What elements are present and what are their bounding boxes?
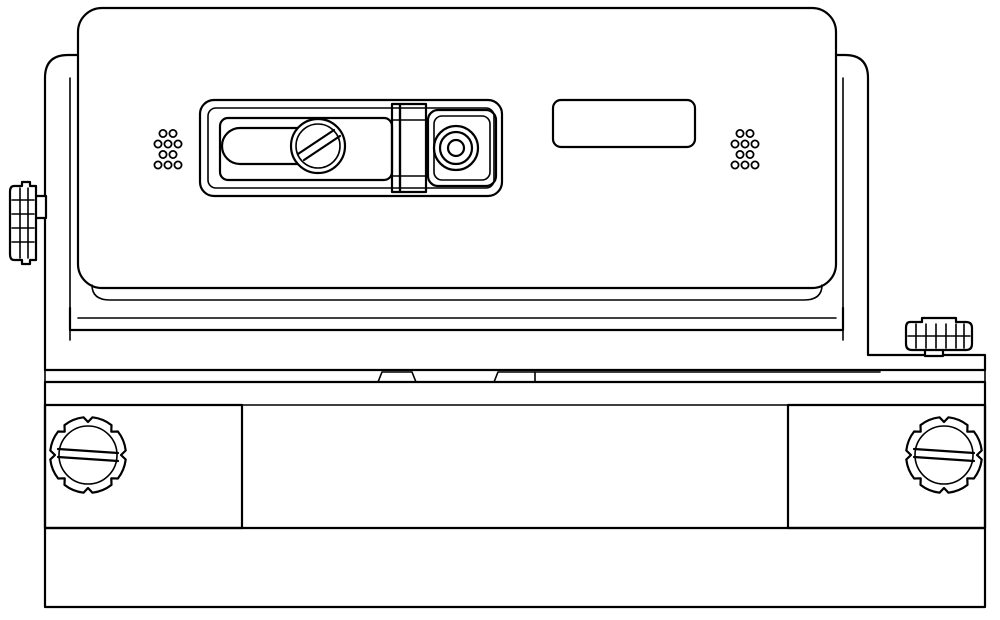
speaker-hole — [750, 160, 760, 170]
speaker-grille-left — [153, 128, 183, 170]
knob-right-icon[interactable] — [904, 316, 974, 358]
lens-module — [198, 98, 504, 198]
speaker-hole — [153, 139, 163, 149]
slot-screw-slot — [296, 128, 342, 162]
yoke-cross-plate — [68, 306, 845, 332]
speaker-hole — [750, 139, 760, 149]
speaker-hole — [173, 160, 183, 170]
screw-knurled-rim — [905, 416, 983, 494]
screw-slot — [56, 447, 120, 463]
device-body — [76, 6, 838, 301]
left-clamp-block — [43, 403, 244, 530]
camera-lens-ring-icon — [432, 124, 480, 172]
yoke-arm-right — [834, 53, 987, 372]
bracket-yoke — [43, 53, 987, 372]
speaker-hole — [730, 139, 740, 149]
speaker-hole — [158, 128, 168, 138]
speaker-hole — [745, 149, 755, 159]
screw-inner-ring — [914, 425, 974, 485]
screw-inner-ring — [58, 425, 118, 485]
slot-screw-rim — [295, 123, 341, 169]
speaker-hole — [163, 139, 173, 149]
yoke-arm-left — [43, 53, 80, 372]
speaker-hole — [730, 160, 740, 170]
speaker-grille-right — [730, 128, 760, 170]
knob-left-icon[interactable] — [8, 180, 48, 266]
plate-tab-right — [493, 371, 881, 383]
camera-lens-housing — [426, 108, 498, 188]
speaker-hole — [740, 139, 750, 149]
divider-bar-right — [398, 102, 428, 194]
base-screw-right-icon[interactable] — [905, 416, 983, 494]
right-clamp-block — [786, 403, 987, 530]
speaker-hole — [735, 149, 745, 159]
knob-left-grooves — [19, 187, 29, 259]
base-assembly — [43, 359, 987, 609]
speaker-hole — [158, 149, 168, 159]
speaker-hole — [740, 160, 750, 170]
speaker-hole — [168, 128, 178, 138]
camera-lens-icon — [446, 138, 466, 158]
screw-slot — [912, 447, 976, 463]
speaker-hole — [173, 139, 183, 149]
base-block — [43, 380, 987, 609]
slot-screw-icon — [289, 117, 347, 175]
plate-tab-left — [377, 371, 417, 383]
display-window — [551, 98, 697, 149]
speaker-hole — [735, 128, 745, 138]
knob-left-knurl — [11, 199, 35, 243]
device-housing — [76, 6, 838, 290]
housing-bottom-edge — [91, 284, 823, 301]
camera-lens-ring-inner — [438, 130, 474, 166]
speaker-hole — [745, 128, 755, 138]
base-screw-left-icon[interactable] — [49, 416, 127, 494]
speaker-hole — [163, 160, 173, 170]
speaker-hole — [153, 160, 163, 170]
speaker-hole — [168, 149, 178, 159]
knob-left-body — [8, 180, 38, 266]
screw-knurled-rim — [49, 416, 127, 494]
lens-module-outer — [198, 98, 504, 198]
lens-module-inner — [207, 107, 495, 189]
